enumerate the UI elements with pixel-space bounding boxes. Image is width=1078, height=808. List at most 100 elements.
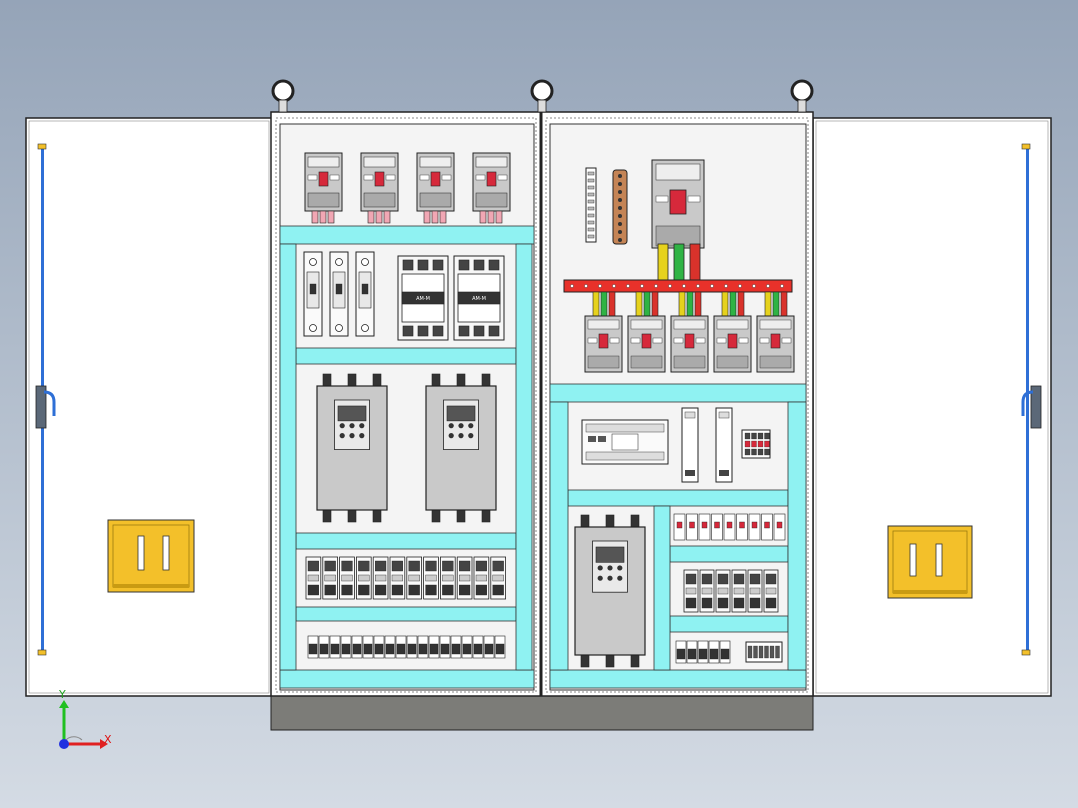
right-door[interactable] <box>812 117 1052 697</box>
left-terminal-10[interactable] <box>406 635 418 659</box>
mini-breaker-1[interactable] <box>673 513 686 541</box>
breaker-3[interactable] <box>416 152 455 224</box>
mini-breaker-2[interactable] <box>686 513 698 541</box>
right-relay-6[interactable] <box>763 569 779 613</box>
fuse-holder-2[interactable] <box>329 251 349 337</box>
contactor-label: AM-M <box>416 296 430 302</box>
left-terminal-1[interactable] <box>307 635 319 659</box>
left-terminal-6[interactable] <box>362 635 374 659</box>
left-terminal-14[interactable] <box>450 635 462 659</box>
right-mini-breakers[interactable] <box>673 513 786 541</box>
contactor-2[interactable]: AM-M <box>453 255 505 341</box>
left-vfds[interactable] <box>316 373 497 523</box>
left-terminal-18[interactable] <box>494 635 506 659</box>
main-incoming-breaker[interactable] <box>651 159 705 249</box>
right-terminal-4[interactable] <box>708 640 720 664</box>
left-door-handle[interactable] <box>107 519 195 593</box>
right-terminal-3[interactable] <box>697 640 709 664</box>
left-terminal-11[interactable] <box>417 635 429 659</box>
plc-controller[interactable] <box>581 419 669 465</box>
left-terminal-16[interactable] <box>472 635 484 659</box>
breaker-1[interactable] <box>304 152 343 224</box>
left-relay-5[interactable] <box>372 556 389 600</box>
mini-breaker-5[interactable] <box>723 513 736 541</box>
left-relay-9[interactable] <box>439 556 456 600</box>
feeder-breaker-5[interactable] <box>756 291 795 373</box>
mini-breaker-3[interactable] <box>698 513 711 541</box>
mini-breaker-8[interactable] <box>761 513 773 541</box>
mini-breaker-7[interactable] <box>748 513 761 541</box>
left-fuse-holders[interactable] <box>303 251 375 337</box>
feeder-breaker-1[interactable] <box>584 291 623 373</box>
left-relay-8[interactable] <box>423 556 439 600</box>
feeder-breaker-4[interactable] <box>713 291 752 373</box>
left-terminal-8[interactable] <box>384 635 396 659</box>
left-relay-12[interactable] <box>490 556 506 600</box>
left-terminal-row[interactable] <box>307 635 506 659</box>
right-small-terminal-block[interactable] <box>745 641 783 663</box>
coordinate-triad-icon <box>59 700 108 749</box>
lifting-eye-left <box>271 79 295 113</box>
left-door[interactable] <box>25 117 273 697</box>
terminal-block-group[interactable] <box>741 429 771 459</box>
right-door-handle[interactable] <box>887 525 973 599</box>
triad-x-label: X <box>104 733 112 746</box>
left-vfd-1[interactable] <box>316 373 388 523</box>
left-terminal-7[interactable] <box>373 635 385 659</box>
right-terminal-row[interactable] <box>675 640 731 664</box>
left-terminal-13[interactable] <box>439 635 451 659</box>
mini-breaker-4[interactable] <box>711 513 723 541</box>
left-terminal-12[interactable] <box>428 635 440 659</box>
right-relay-2[interactable] <box>699 569 715 613</box>
left-contactors[interactable]: AM-M AM-M <box>397 255 505 341</box>
left-terminal-3[interactable] <box>329 635 341 659</box>
lifting-eye-right <box>790 79 814 113</box>
ground-copper-bar <box>612 169 628 245</box>
left-terminal-15[interactable] <box>461 635 473 659</box>
left-door-locking-rod <box>35 143 56 656</box>
feeder-breaker-3[interactable] <box>670 291 709 373</box>
left-relay-3[interactable] <box>339 556 355 600</box>
right-terminal-1[interactable] <box>675 640 687 664</box>
left-top-breakers[interactable] <box>304 152 511 224</box>
mini-breaker-6[interactable] <box>736 513 748 541</box>
lifting-eye-center <box>530 79 554 113</box>
right-relay-4[interactable] <box>731 569 747 613</box>
left-relay-4[interactable] <box>355 556 372 600</box>
feeder-breaker-2[interactable] <box>627 291 666 373</box>
mini-breaker-9[interactable] <box>773 513 786 541</box>
main-breaker-phase-cables <box>657 243 701 281</box>
left-relay-6[interactable] <box>389 556 406 600</box>
fuse-holder-1[interactable] <box>303 251 323 337</box>
right-feeder-breakers[interactable] <box>584 291 795 373</box>
left-terminal-5[interactable] <box>351 635 363 659</box>
right-relay-3[interactable] <box>715 569 731 613</box>
left-relay-10[interactable] <box>456 556 473 600</box>
left-terminal-2[interactable] <box>318 635 330 659</box>
right-vfd[interactable] <box>574 514 646 668</box>
right-relay-row[interactable] <box>683 569 779 613</box>
left-vfd-2[interactable] <box>425 373 497 523</box>
left-relay-1[interactable] <box>305 556 322 600</box>
right-terminal-2[interactable] <box>686 640 698 664</box>
left-relay-row[interactable] <box>305 556 506 600</box>
power-supply-1[interactable] <box>681 407 699 483</box>
power-supply-2[interactable] <box>715 407 733 483</box>
breaker-2[interactable] <box>360 152 399 224</box>
right-relay-1[interactable] <box>683 569 699 613</box>
right-relay-5[interactable] <box>747 569 763 613</box>
right-vfd-1[interactable] <box>574 514 646 668</box>
left-relay-7[interactable] <box>406 556 422 600</box>
contactor-1[interactable]: AM-M <box>397 255 449 341</box>
left-relay-2[interactable] <box>322 556 338 600</box>
left-terminal-4[interactable] <box>340 635 352 659</box>
distribution-busbar <box>563 279 793 293</box>
breaker-4[interactable] <box>472 152 511 224</box>
fuse-holder-3[interactable] <box>355 251 375 337</box>
left-relay-11[interactable] <box>473 556 490 600</box>
left-terminal-9[interactable] <box>395 635 407 659</box>
right-terminal-5[interactable] <box>719 640 731 664</box>
left-terminal-17[interactable] <box>483 635 495 659</box>
